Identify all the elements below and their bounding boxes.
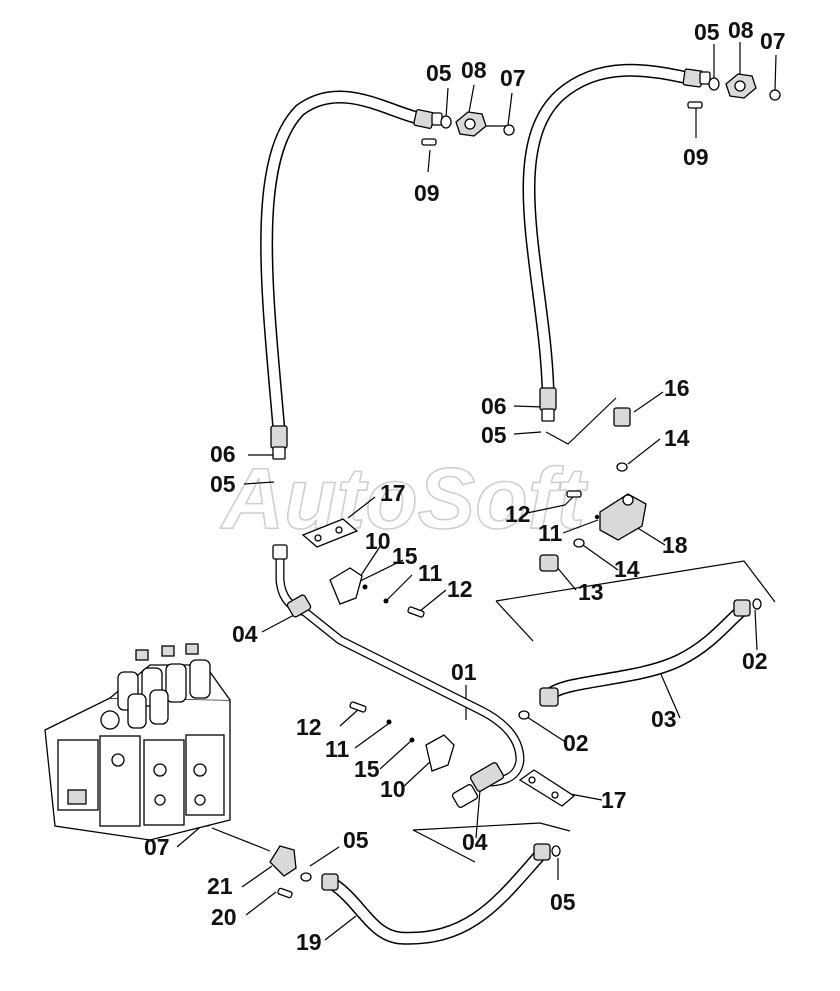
callout-07: 07	[760, 28, 786, 54]
callout-21: 21	[207, 873, 233, 899]
clamp-10-upper	[329, 567, 425, 618]
callout-16: 16	[664, 375, 690, 401]
flange-assembly-top-right	[687, 73, 781, 109]
callout-01: 01	[451, 659, 477, 685]
callout-08: 08	[728, 17, 754, 43]
callout-13: 13	[578, 579, 604, 605]
callout-12: 12	[447, 576, 473, 602]
callout-18: 18	[662, 532, 688, 558]
watermark: AutoSoft	[220, 451, 588, 547]
adapter-16	[613, 407, 631, 472]
callout-17: 17	[380, 480, 406, 506]
flange-assembly-top-left	[421, 111, 515, 146]
callout-labels: 05 08 07 09 05 08 07 09 06 05 16 14 06 0…	[144, 17, 786, 955]
callout-11: 11	[538, 520, 563, 546]
callout-06: 06	[481, 393, 507, 419]
callout-05: 05	[343, 827, 369, 853]
fitting-13	[539, 538, 585, 572]
callout-02: 02	[742, 648, 768, 674]
callout-10: 10	[365, 528, 391, 554]
callout-08: 08	[461, 57, 487, 83]
block-18	[566, 490, 647, 541]
callout-09: 09	[683, 144, 709, 170]
callout-19: 19	[296, 929, 322, 955]
coupling-04-lower	[451, 762, 505, 808]
callout-14: 14	[614, 556, 640, 582]
callout-05: 05	[694, 19, 720, 45]
callout-07: 07	[500, 65, 526, 91]
callout-11: 11	[418, 560, 443, 586]
control-valve	[44, 643, 231, 841]
hose-06-right	[522, 63, 711, 422]
callout-17: 17	[601, 787, 627, 813]
callout-07: 07	[144, 834, 170, 860]
clamp-10-lower	[349, 701, 455, 772]
callout-05: 05	[426, 60, 452, 86]
callout-05: 05	[481, 422, 507, 448]
callout-12: 12	[505, 501, 531, 527]
callout-03: 03	[651, 706, 677, 732]
plate-17-lower	[518, 769, 576, 807]
hose-19	[300, 843, 561, 945]
hose-03	[518, 598, 762, 720]
callout-05: 05	[210, 471, 236, 497]
callout-11: 11	[325, 736, 350, 762]
callout-12: 12	[296, 714, 322, 740]
callout-04: 04	[462, 829, 488, 855]
callout-15: 15	[354, 756, 380, 782]
hose-06-left	[260, 90, 443, 460]
callout-10: 10	[380, 776, 406, 802]
callout-05: 05	[550, 889, 576, 915]
callout-04: 04	[232, 621, 258, 647]
callout-09: 09	[414, 180, 440, 206]
plate-17-upper	[301, 518, 359, 548]
callout-20: 20	[211, 904, 237, 930]
callout-06: 06	[210, 441, 236, 467]
callout-02: 02	[563, 730, 589, 756]
callout-15: 15	[392, 543, 418, 569]
callout-14: 14	[664, 425, 690, 451]
pipe-01	[272, 544, 525, 787]
